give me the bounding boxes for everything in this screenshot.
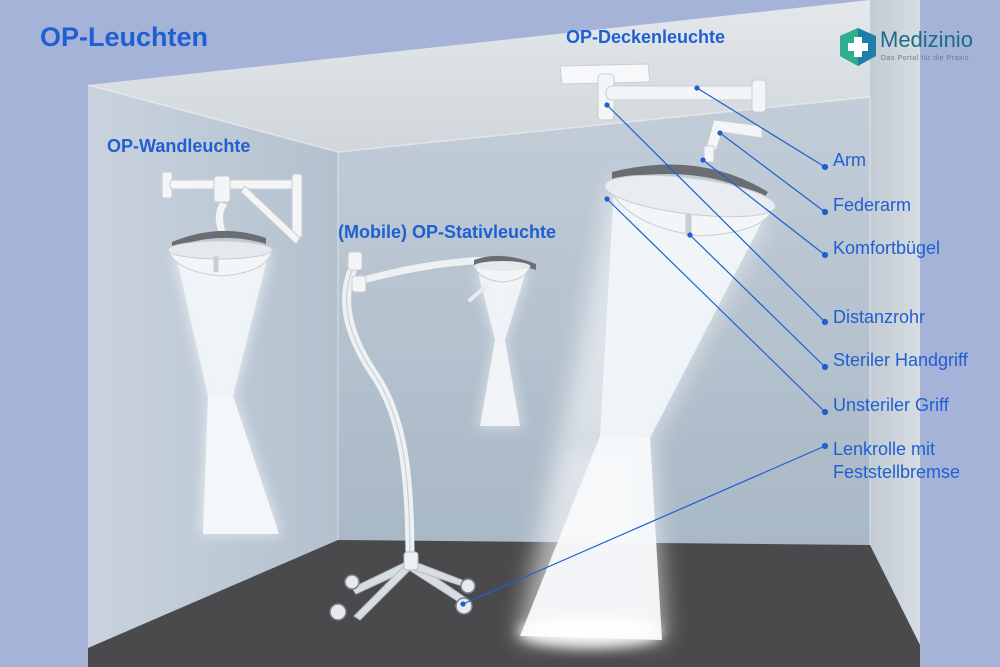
leader-dot-federarm [821, 208, 829, 216]
lamp-title-wall: OP-Wandleuchte [107, 136, 251, 156]
leader-dot-lenkrolle [821, 442, 829, 450]
floor [88, 540, 920, 667]
leader-line-federarm [719, 132, 826, 213]
leader-dot-steriler-handgriff [821, 363, 829, 371]
wall-lamp-beam [172, 252, 282, 535]
medizinio-logo-icon [840, 28, 876, 66]
part-label-line: Steriler Handgriff [833, 350, 968, 370]
lamp-title-ceiling: OP-Deckenleuchte [566, 27, 726, 47]
medizinio-logo: Medizinio Das Portal für die Praxis [838, 26, 988, 70]
room-edge [87, 84, 871, 153]
leader-dot-komfortbuegel [821, 251, 829, 259]
part-label-lenkrolle: Lenkrolle mit Feststellbremse [833, 438, 960, 484]
part-label-federarm: Federarm [833, 194, 911, 217]
part-label-line: Feststellbremse [833, 462, 961, 482]
leader-line-distanzrohr [606, 104, 826, 323]
leader-dot-federarm [717, 130, 723, 136]
stand-base [351, 551, 467, 621]
lamp-title-mobile: (Mobile) OP-Stativleuchte [338, 222, 557, 242]
leader-dot-steriler-handgriff [687, 232, 693, 238]
leader-dot-distanzrohr [604, 102, 610, 108]
leader-line-steriler-handgriff [689, 234, 826, 368]
leader-dot-arm [694, 85, 700, 91]
ceiling [88, 0, 870, 152]
right-wall [870, 0, 920, 645]
wall-lamp [161, 171, 303, 277]
mobile-lamp-beam [476, 270, 528, 428]
leader-line-arm [696, 87, 826, 168]
leader-dot-arm [821, 163, 829, 171]
leader-dot-lenkrolle [460, 601, 466, 607]
part-label-steriler-handgriff: Steriler Handgriff [833, 349, 968, 372]
part-label-line: Distanzrohr [833, 307, 926, 327]
part-label-line: Federarm [833, 195, 912, 215]
page-title: OP-Leuchten [40, 22, 209, 52]
mobile-lamp [329, 251, 536, 621]
brand-name: Medizinio [880, 27, 973, 52]
part-label-line: Komfortbügel [833, 238, 941, 258]
ceiling-lamp [559, 63, 776, 237]
part-label-line: Arm [833, 150, 866, 170]
leader-dot-komfortbuegel [700, 157, 706, 163]
leader-line-unsteriler-griff [606, 198, 826, 413]
leader-line-lenkrolle [462, 445, 826, 605]
part-label-distanzrohr: Distanzrohr [833, 306, 925, 329]
part-label-arm: Arm [833, 149, 866, 172]
part-label-line: Unsteriler Griff [833, 395, 949, 415]
brand-tagline: Das Portal für die Praxis [881, 55, 969, 62]
ceiling-lamp-beam [518, 182, 770, 648]
leader-dot-distanzrohr [821, 318, 829, 326]
leader-line-komfortbuegel [702, 159, 826, 256]
part-label-komfortbuegel: Komfortbügel [833, 237, 940, 260]
leader-dot-unsteriler-griff [604, 196, 610, 202]
part-label-unsteriler-griff: Unsteriler Griff [833, 394, 949, 417]
leader-dot-unsteriler-griff [821, 408, 829, 416]
leader-lines [460, 85, 829, 607]
part-label-line: Lenkrolle mit [833, 439, 936, 459]
